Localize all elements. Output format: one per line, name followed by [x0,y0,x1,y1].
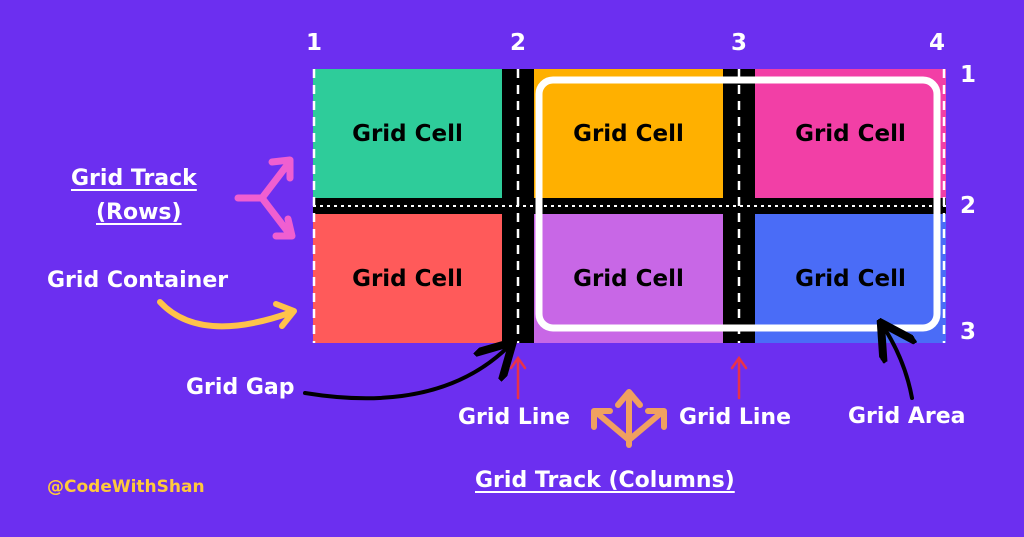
grid-line-arrow-left [509,355,527,400]
row-line-number-2: 2 [960,193,977,219]
grid-line-label-left: Grid Line [458,405,570,430]
grid-cell-label: Grid Cell [573,265,684,292]
columns-three-way-arrow [591,389,667,448]
grid-line-arrow-right [730,355,748,400]
grid-track-rows-label-line2: (Rows) [96,200,182,225]
grid-cell-label: Grid Cell [795,265,906,292]
grid-container-label: Grid Container [47,268,229,293]
grid-line-label-right: Grid Line [679,405,791,430]
grid-cell-2: Grid Cell [534,69,723,198]
author-handle: @CodeWithShan [47,477,205,497]
grid-area-outline [535,76,941,332]
column-line-number-2: 2 [510,30,527,56]
column-line-number-3: 3 [731,30,748,56]
grid-area-label: Grid Area [848,404,966,429]
grid-container: Grid Cell Grid Cell Grid Cell Grid Cell … [313,69,946,343]
grid-cell-label: Grid Cell [352,120,463,147]
grid-cell-label: Grid Cell [795,120,906,147]
rows-fork-arrow [234,156,296,240]
grid-cell-label: Grid Cell [573,120,684,147]
grid-gap-label: Grid Gap [186,375,295,400]
column-line-number-1: 1 [306,30,323,56]
grid-track-columns-label: Grid Track (Columns) [475,468,735,493]
grid-cell-label: Grid Cell [352,265,463,292]
grid-cell-1: Grid Cell [313,69,502,198]
row-line-number-3: 3 [960,319,977,345]
grid-track-rows-label-line1: Grid Track [71,166,197,191]
grid-cell-5: Grid Cell [534,214,723,343]
column-line-number-4: 4 [929,30,946,56]
container-arrow [157,299,297,330]
area-arrow [883,326,912,400]
row-line-number-1: 1 [960,62,977,88]
grid-cell-3: Grid Cell [755,69,946,198]
gap-arrow [303,345,510,401]
grid-cell-4: Grid Cell [313,214,502,343]
